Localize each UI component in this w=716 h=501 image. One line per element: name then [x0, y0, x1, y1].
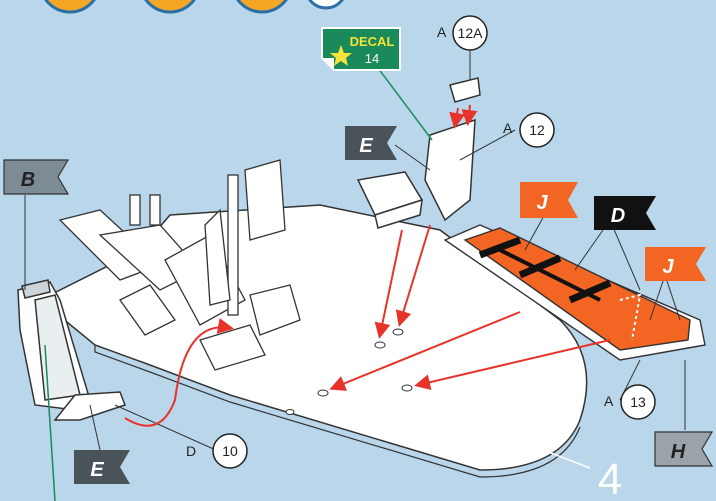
- flag-d: D: [594, 196, 656, 230]
- step-number: 4: [598, 455, 622, 501]
- callout-13: A 13: [604, 384, 656, 420]
- headrest-part-12a: [449, 77, 481, 103]
- callout-12a-letter: A: [437, 24, 447, 40]
- flag-e-top-letter: E: [359, 135, 373, 157]
- placement-arrows: [124, 104, 611, 427]
- flag-e-top: E: [345, 126, 397, 160]
- console-assembly: [58, 159, 301, 371]
- left-seat-decal-leader: [44, 344, 56, 501]
- flag-j-left: J: [520, 182, 578, 218]
- decal-title: DECAL: [350, 34, 395, 49]
- flag-j-right: J: [645, 247, 706, 281]
- flag-b-letter: B: [21, 169, 35, 191]
- callout-13-letter: A: [604, 393, 614, 409]
- paint-color-circles: [44, 0, 344, 14]
- seat-part-12: [356, 118, 476, 229]
- decal-leader: [377, 67, 433, 141]
- callout-12: A 12: [503, 112, 555, 148]
- flag-j-right-letter: J: [662, 256, 674, 278]
- callout-12-number: 12: [529, 122, 545, 138]
- flag-h-letter: H: [671, 441, 686, 463]
- flag-b: B: [3, 159, 70, 195]
- flag-d-letter: D: [611, 205, 625, 227]
- decal-badge: DECAL 14: [321, 27, 401, 71]
- callout-12a: A 12A: [437, 15, 488, 51]
- step-number-leader: [529, 444, 591, 469]
- callout-10: D 10: [186, 433, 248, 469]
- flag-e-bottom: E: [74, 450, 130, 484]
- flag-e-bottom-letter: E: [90, 459, 104, 481]
- callout-12a-number: 12A: [458, 25, 484, 41]
- callout-10-letter: D: [186, 443, 196, 459]
- callout-13-number: 13: [630, 394, 646, 410]
- flag-h: H: [654, 431, 714, 467]
- callout-10-number: 10: [222, 443, 238, 459]
- callout-12-letter: A: [503, 120, 513, 136]
- decal-number: 14: [365, 51, 379, 66]
- flag-j-left-letter: J: [536, 192, 548, 214]
- stretcher-part-13: [443, 224, 706, 361]
